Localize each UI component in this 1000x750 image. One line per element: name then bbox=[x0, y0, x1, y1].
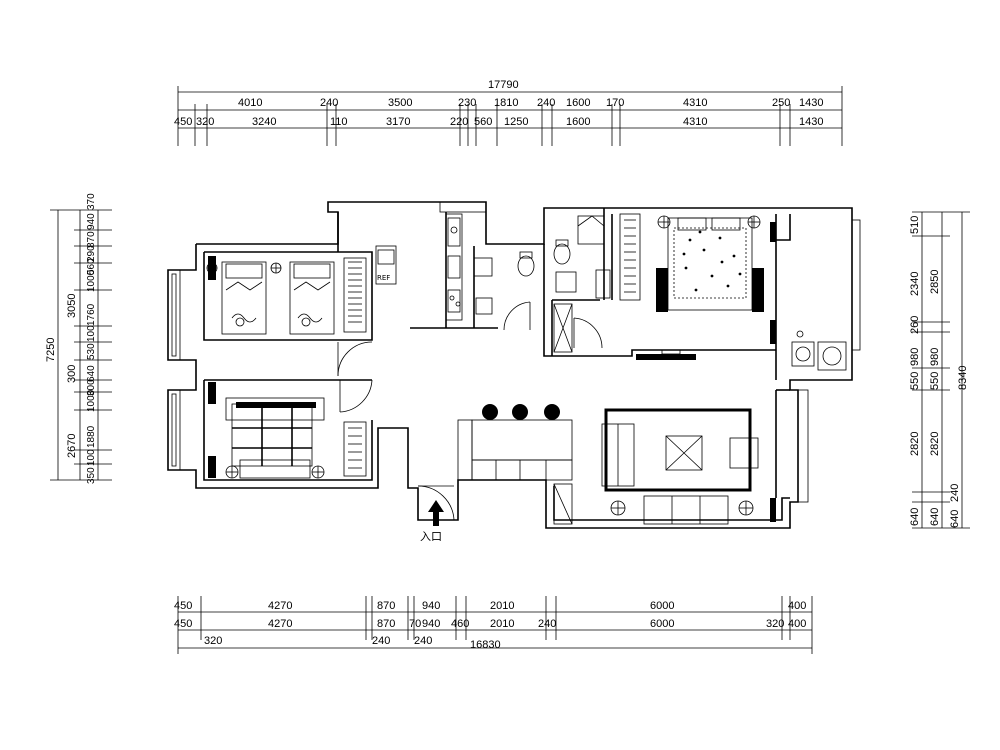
top-total-dimension: 17790 bbox=[488, 79, 519, 91]
right-inner-7: 640 bbox=[909, 508, 921, 526]
fridge-label: REF bbox=[377, 274, 390, 282]
master-bedroom bbox=[619, 213, 776, 360]
bottom-dim2-7: 2010 bbox=[490, 618, 514, 630]
bottom-dim2-9: 6000 bbox=[650, 618, 674, 630]
top-dim2-3: 3240 bbox=[252, 116, 276, 128]
right-outer-2: 980 bbox=[929, 348, 941, 366]
bottom-dim-6: 6000 bbox=[650, 600, 674, 612]
bottom-dim2-5: 940 bbox=[422, 618, 440, 630]
top-dim-1: 4010 bbox=[238, 97, 262, 109]
left-dim-6: 1760 bbox=[86, 303, 97, 326]
right-inner-1: 510 bbox=[909, 216, 921, 234]
bottom-dim2-10: 320 bbox=[766, 618, 784, 630]
doors bbox=[337, 301, 603, 521]
utility-area bbox=[791, 330, 847, 371]
top-dim-9: 4310 bbox=[683, 97, 707, 109]
left-dim-9: 640 bbox=[86, 365, 97, 382]
dining-area bbox=[457, 404, 573, 525]
bottom-dim-4: 940 bbox=[422, 600, 440, 612]
top-dim2-5: 3170 bbox=[386, 116, 410, 128]
top-dim-3: 3500 bbox=[388, 97, 412, 109]
bottom-dim2-4: 70 bbox=[409, 618, 421, 630]
top-dim2-10: 4310 bbox=[683, 116, 707, 128]
left-dim-1: 290 bbox=[86, 245, 97, 262]
left-dim-5: 1000 bbox=[86, 269, 97, 292]
bathrooms bbox=[517, 215, 611, 353]
bottom-dim-1: 450 bbox=[174, 600, 192, 612]
top-dim2-8: 1250 bbox=[504, 116, 528, 128]
second-bedroom bbox=[208, 382, 367, 479]
left-dim-3: 870 bbox=[86, 231, 97, 248]
top-dim-2: 240 bbox=[320, 97, 338, 109]
bottom-dim2-6: 460 bbox=[451, 618, 469, 630]
top-dim-10: 250 bbox=[772, 97, 790, 109]
left-dim-a: 3050 bbox=[66, 294, 78, 318]
bottom-dim-2: 4270 bbox=[268, 600, 292, 612]
top-dim2-11: 1430 bbox=[799, 116, 823, 128]
top-dim-4: 230 bbox=[458, 97, 476, 109]
top-dim2-9: 1600 bbox=[566, 116, 590, 128]
windows bbox=[167, 201, 861, 503]
right-extra-1: 240 bbox=[949, 484, 961, 502]
top-dim2-4: 110 bbox=[330, 116, 348, 128]
bottom-dim2-2: 4270 bbox=[268, 618, 292, 630]
top-dim-11: 1430 bbox=[799, 97, 823, 109]
bottom-dim-5: 2010 bbox=[490, 600, 514, 612]
left-total-dimension: 7250 bbox=[45, 338, 57, 362]
bottom-dim3-1: 320 bbox=[204, 635, 222, 647]
kitchen-strip: REF bbox=[375, 213, 493, 321]
living-room bbox=[601, 408, 776, 525]
top-dim-5: 1810 bbox=[494, 97, 518, 109]
right-extra-2: 640 bbox=[949, 510, 961, 528]
entrance-label: 入口 bbox=[420, 530, 442, 543]
left-dim-8: 530 bbox=[86, 343, 97, 360]
right-inner-3: 260 bbox=[909, 316, 921, 334]
top-dim2-7: 560 bbox=[474, 116, 492, 128]
bottom-dim2-1: 450 bbox=[174, 618, 192, 630]
top-dim-8: 170 bbox=[606, 97, 624, 109]
left-dim-10: 300 bbox=[86, 379, 97, 396]
top-dim-6: 240 bbox=[537, 97, 555, 109]
entrance-marker: 入口 bbox=[420, 500, 444, 543]
left-dim-c: 2670 bbox=[66, 434, 78, 458]
left-dim-2: 940 bbox=[86, 213, 97, 230]
top-dimensions: 17790 4010 240 3500 230 1810 240 1600 17… bbox=[174, 79, 843, 146]
bottom-dim2-8: 240 bbox=[538, 618, 556, 630]
bottom-dimensions: 450 4270 870 940 2010 6000 400 450 4270 … bbox=[174, 596, 813, 654]
right-outer-1: 2850 bbox=[929, 270, 941, 294]
left-dimensions: 7250 3050 300 2670 290 940 870 560 1000 … bbox=[45, 193, 112, 484]
bottom-dim-3: 870 bbox=[377, 600, 395, 612]
right-inner-6: 2820 bbox=[909, 432, 921, 456]
bottom-dim2-11: 400 bbox=[788, 618, 806, 630]
right-inner-2: 2340 bbox=[909, 272, 921, 296]
left-dim-12: 1880 bbox=[86, 425, 97, 448]
left-dim-13: 100 bbox=[86, 449, 97, 466]
right-total-dimension: 8340 bbox=[957, 366, 969, 390]
top-dim2-1: 450 bbox=[174, 116, 192, 128]
right-outer-4: 2820 bbox=[929, 432, 941, 456]
right-dimensions: 8340 2850 980 550 2820 640 510 2340 260 … bbox=[909, 211, 970, 529]
left-dim-7: 100 bbox=[86, 325, 97, 342]
bottom-dim-7: 400 bbox=[788, 600, 806, 612]
bottom-dim3-3: 240 bbox=[414, 635, 432, 647]
right-inner-5: 550 bbox=[909, 372, 921, 390]
top-dim2-6: 220 bbox=[450, 116, 468, 128]
left-dim-b: 300 bbox=[66, 365, 78, 383]
top-dim2-2: 320 bbox=[196, 116, 214, 128]
left-dim-14: 350 bbox=[86, 467, 97, 484]
left-dim-11: 1000 bbox=[86, 389, 97, 412]
left-dim-top: 370 bbox=[86, 193, 97, 210]
bottom-total-dimension: 16830 bbox=[470, 639, 501, 651]
bottom-dim3-2: 240 bbox=[372, 635, 390, 647]
top-dim-7: 1600 bbox=[566, 97, 590, 109]
left-dim-4: 560 bbox=[86, 258, 97, 275]
right-outer-5: 640 bbox=[929, 508, 941, 526]
right-inner-4: 980 bbox=[909, 348, 921, 366]
kids-bedroom bbox=[206, 256, 367, 335]
right-outer-3: 550 bbox=[929, 372, 941, 390]
bottom-dim2-3: 870 bbox=[377, 618, 395, 630]
